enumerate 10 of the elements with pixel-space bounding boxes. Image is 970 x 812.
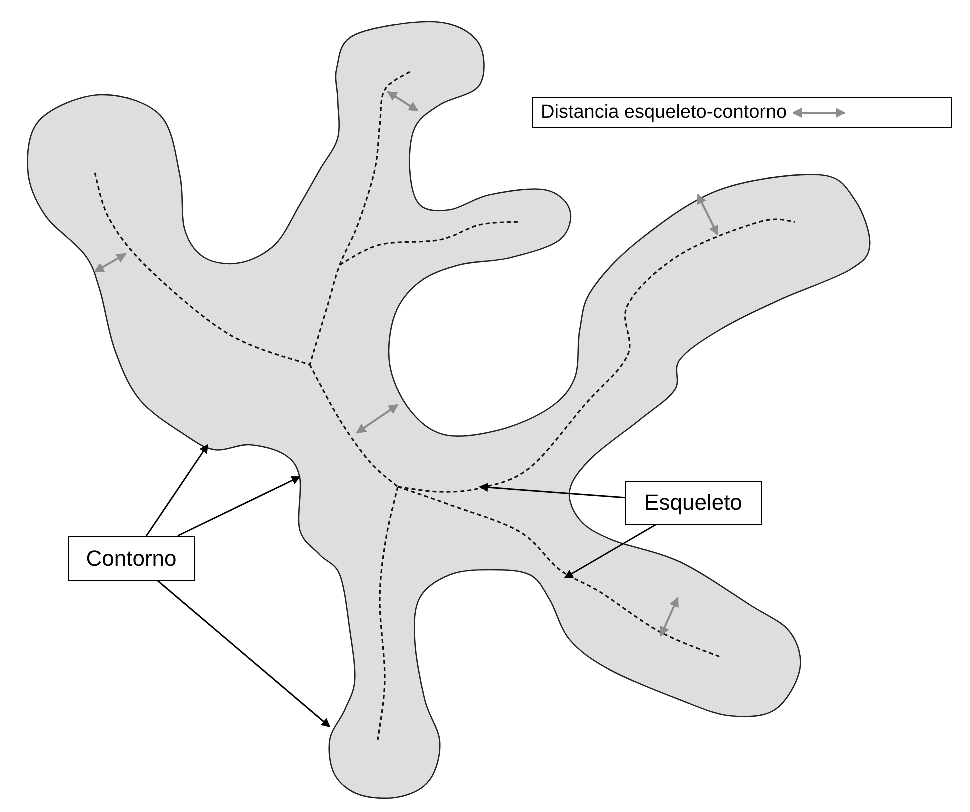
label-box: [625, 481, 762, 525]
leader-arrow: [564, 524, 656, 579]
label-text: Esqueleto: [644, 490, 742, 516]
leader-arrow: [479, 483, 626, 499]
legend-text: Distancia esqueleto-contorno: [541, 102, 788, 124]
label-box: [68, 536, 195, 581]
leader-arrow: [178, 476, 301, 537]
leader-arrow: [158, 580, 331, 728]
leader-arrow: [146, 444, 209, 536]
label-text: Contorno: [86, 546, 177, 572]
